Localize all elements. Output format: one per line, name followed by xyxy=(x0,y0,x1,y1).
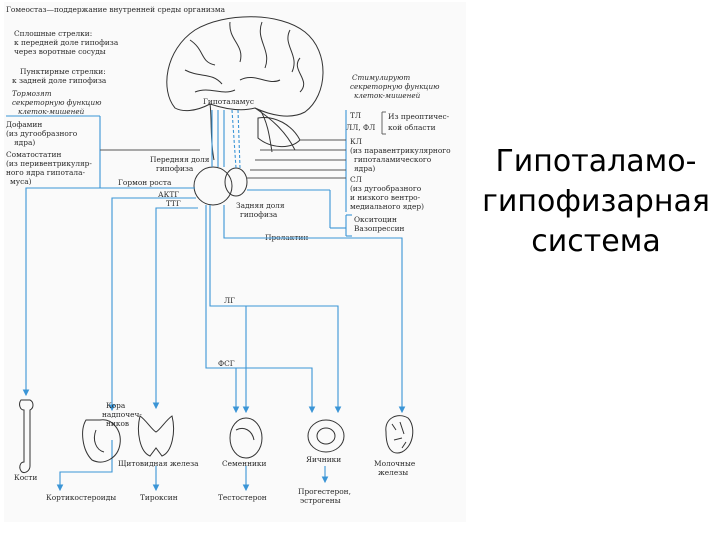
testis-drawing xyxy=(229,417,263,459)
releasing-hormones: ТЛ ЛЛ, ФЛ Из преоптичес- кой области КЛ … xyxy=(345,110,451,237)
legend-dashed-1: Пунктирные стрелки: xyxy=(20,67,106,76)
posterior-lobe-label-2: гипофиза xyxy=(240,210,278,219)
legend-stim-1: Стимулируют xyxy=(352,73,410,82)
hormone-connectors xyxy=(246,139,346,229)
legend-right: Стимулируют секреторную функцию клеток-м… xyxy=(350,73,440,100)
kl-source-1: (из паравентрикулярного xyxy=(350,146,451,155)
lh-to-ovary xyxy=(209,205,342,414)
legend-solid-2: к передней доле гипофиза xyxy=(14,38,119,47)
figure-background xyxy=(4,2,466,522)
lp-fl-label: ЛЛ, ФЛ xyxy=(346,123,375,132)
legend-stim-3: клеток-мишеней xyxy=(354,91,421,100)
somatostatin-source-3: муса) xyxy=(10,177,32,186)
legend-inhibit-1: Тормозят xyxy=(12,89,52,98)
sl-source-1: (из дугообразного xyxy=(350,184,422,193)
posterior-pituitary xyxy=(224,167,248,197)
bones-label: Кости xyxy=(14,473,37,482)
legend-solid-1: Сплошные стрелки: xyxy=(14,29,92,38)
thyroxine-label: Тироксин xyxy=(140,493,178,502)
inhibiting-hormones: Дофамин (из дугообразного ядра) Соматост… xyxy=(6,115,200,188)
tsh-label: ТТГ xyxy=(166,199,181,208)
progesterone-label-1: Прогестерон, xyxy=(298,487,351,496)
fsh-label: ФСГ xyxy=(218,359,235,368)
hypothalamic-pituitary-diagram: Гомеостаз—поддержание внутренней среды о… xyxy=(4,2,466,522)
dopamine-label: Дофамин xyxy=(6,120,42,129)
testosterone-label: Тестостерон xyxy=(218,493,267,502)
brain-illustration xyxy=(166,16,324,161)
thyroid-label: Щитовидная железа xyxy=(118,459,199,468)
anterior-lobe-label-2: гипофиза xyxy=(156,164,194,173)
ovary-drawing xyxy=(307,419,345,453)
acth-label: АКТГ xyxy=(158,190,179,199)
sl-source-3: медиального ядер) xyxy=(350,202,424,211)
preoptic-label-1: Из преоптичес- xyxy=(388,112,450,121)
dopamine-source-2: ядра) xyxy=(14,138,35,147)
adrenal-label-3: ников xyxy=(106,419,129,428)
testes-label: Семенники xyxy=(222,459,267,468)
posterior-lobe-label-1: Задняя доля xyxy=(236,201,285,210)
somatostatin-source-2: ного ядра гипотала- xyxy=(6,168,86,177)
mammary-label-1: Молочные xyxy=(374,459,415,468)
growth-hormone-label: Гормон роста xyxy=(118,178,172,187)
adrenal-drawing xyxy=(82,419,121,463)
corticosteroid-arrow xyxy=(56,440,113,492)
anterior-pituitary xyxy=(193,166,233,206)
legend-inhibit-3: клеток-мишеней xyxy=(18,107,85,116)
legend-solid-3: через воротные сосуды xyxy=(14,47,106,56)
legend-dashed-2: к задней доле гипофиза xyxy=(12,76,107,85)
target-organs xyxy=(19,399,414,473)
sl-label: СЛ xyxy=(350,175,362,184)
slide-title-line-1: Гипоталамо- xyxy=(495,144,697,179)
prolactin-pathway xyxy=(223,205,406,414)
dopamine-source-1: (из дугообразного xyxy=(6,129,78,138)
hormone-pathways xyxy=(22,187,406,492)
kl-source-3: ядра) xyxy=(354,164,375,173)
mammary-drawing xyxy=(385,415,414,454)
portal-vessels xyxy=(211,109,241,169)
bone-drawing xyxy=(19,399,34,473)
slide-title: Гипоталамо- гипофизарная система xyxy=(478,142,714,262)
preoptic-label-2: кой области xyxy=(388,123,436,132)
legend-inhibit-2: секреторную функцию xyxy=(12,98,102,107)
pituitary-gland xyxy=(193,166,248,206)
somatostatin-label: Соматостатин xyxy=(6,150,61,159)
fsh-to-ovary xyxy=(205,205,316,414)
slide-title-line-3: система xyxy=(531,224,661,259)
gh-pathway xyxy=(22,187,195,397)
anterior-lobe-label-1: Передняя доля xyxy=(150,155,210,164)
vasopressin-label: Вазопрессин xyxy=(354,224,405,233)
tsh-pathway xyxy=(152,207,198,410)
legend-left: Сплошные стрелки: к передней доле гипофи… xyxy=(12,29,119,116)
progesterone-label-2: эстрогены xyxy=(300,496,341,505)
adrenal-label-1: Кора xyxy=(106,401,126,410)
adrenal-label-2: надпочеч- xyxy=(102,410,142,419)
sl-source-2: и низкого вентро- xyxy=(350,193,421,202)
thyroid-drawing xyxy=(137,415,175,457)
ovaries-label: Яичники xyxy=(306,455,341,464)
tl-label: ТЛ xyxy=(350,111,361,120)
lh-label: ЛГ xyxy=(224,296,235,305)
somatostatin-source-1: (из перивентрикуляр- xyxy=(6,159,92,168)
kl-label: КЛ xyxy=(350,137,362,146)
legend-stim-2: секреторную функцию xyxy=(350,82,440,91)
acth-pathway xyxy=(108,197,196,412)
kl-source-2: гипоталамического xyxy=(354,155,432,164)
figure-heading: Гомеостаз—поддержание внутренней среды о… xyxy=(6,5,226,14)
corticosteroids-label: Кортикостероиды xyxy=(46,493,116,502)
oxytocin-label: Окситоцин xyxy=(354,215,397,224)
slide-title-line-2: гипофизарная xyxy=(482,184,710,219)
hypothalamus-label: Гипоталамус xyxy=(203,97,254,106)
mammary-label-2: железы xyxy=(378,468,408,477)
